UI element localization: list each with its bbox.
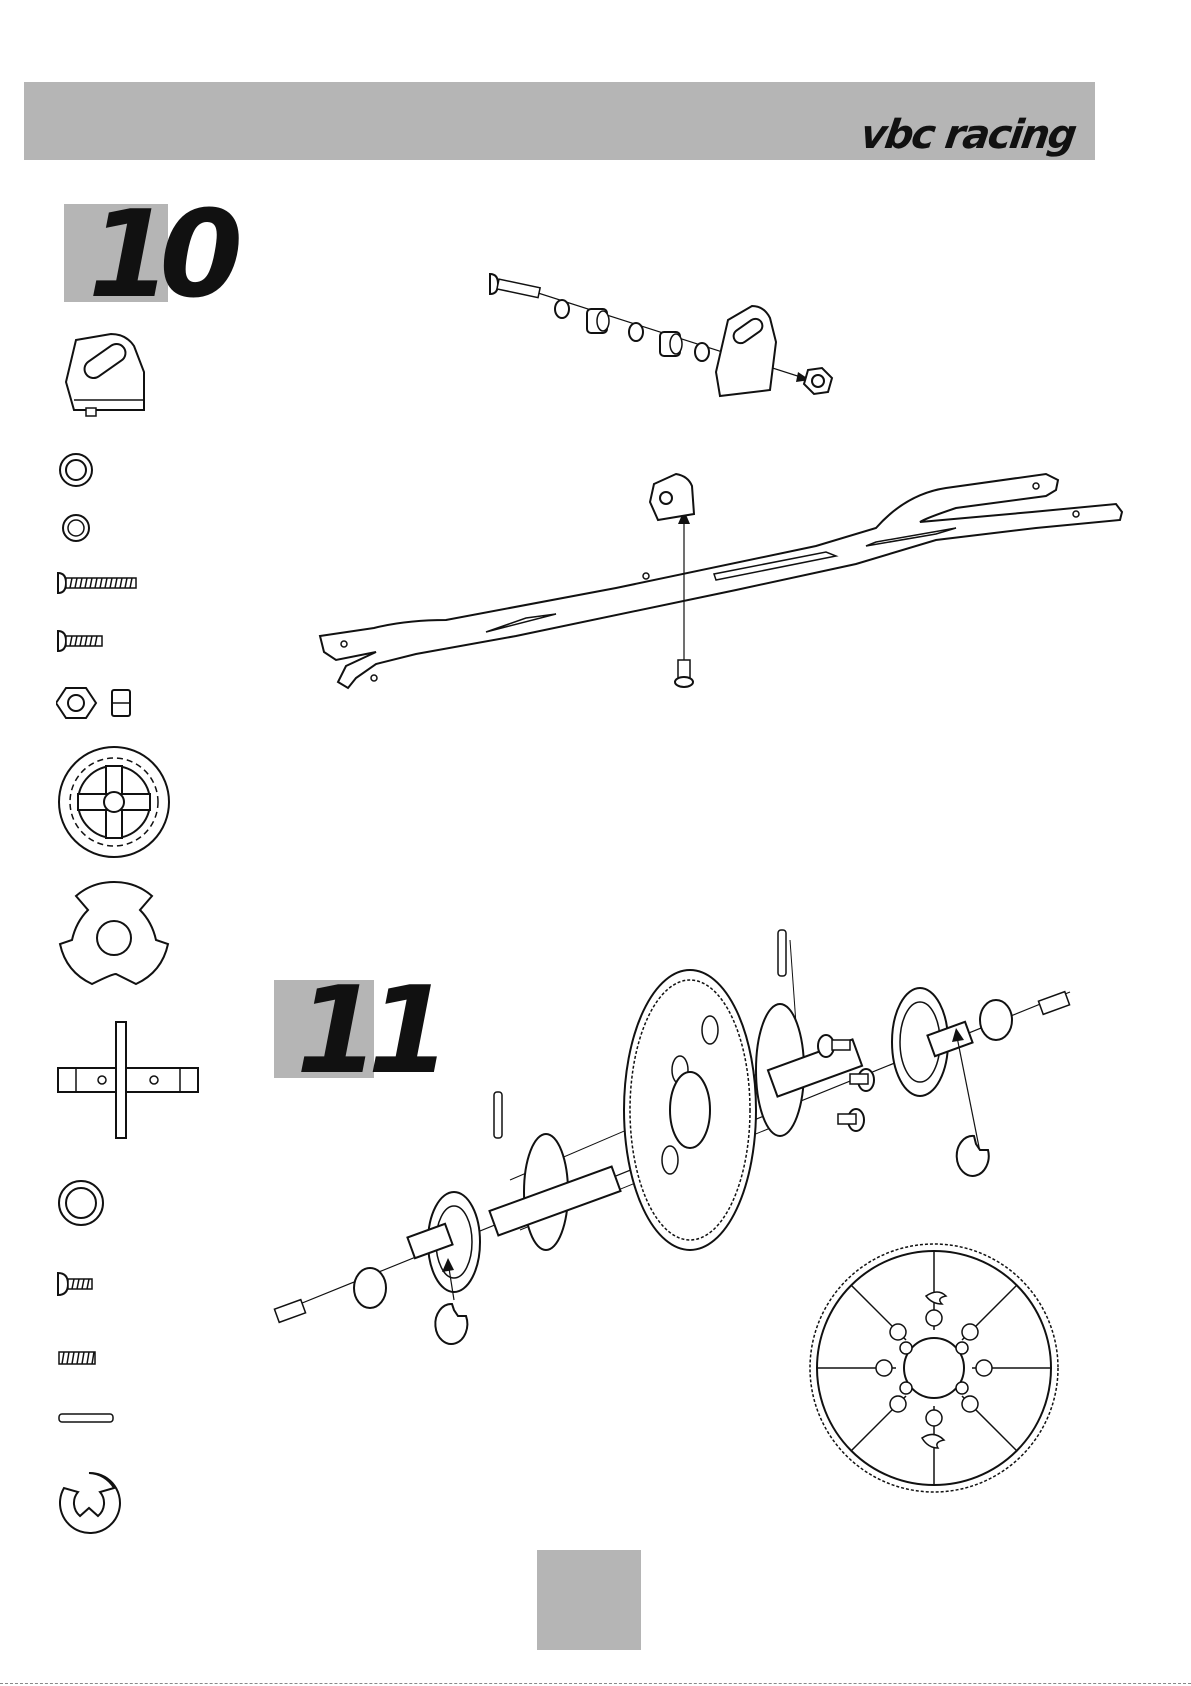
button-screw-icon — [850, 1069, 874, 1091]
lock-nut-icon — [804, 368, 832, 394]
lock-nut-icon — [56, 686, 136, 720]
button-screw-icon — [838, 1109, 864, 1131]
button-screw-icon — [56, 1270, 96, 1298]
page-number-box — [537, 1550, 641, 1650]
long-screw-icon — [490, 274, 540, 298]
pin-icon — [778, 930, 786, 976]
ball-bearing-icon — [660, 332, 682, 356]
brand-logo: vbc racing — [858, 112, 1078, 158]
step-10-exploded-stack — [480, 262, 840, 412]
large-bearing-icon — [980, 1000, 1012, 1040]
spur-gear-detail — [806, 1240, 1062, 1496]
ball-bearing-icon — [58, 452, 94, 488]
axle-shaft-icon — [489, 1134, 620, 1250]
washer-icon — [60, 512, 92, 544]
pin-icon — [58, 1412, 116, 1424]
washer-icon — [555, 300, 569, 318]
bearing-block-icon — [716, 306, 776, 396]
large-bearing-icon — [354, 1268, 386, 1308]
bearing-block-icon — [56, 330, 151, 420]
washer-icon — [629, 323, 643, 341]
set-screw-icon — [58, 1350, 98, 1366]
washer-icon — [695, 343, 709, 361]
slipper-plate-icon — [56, 878, 172, 988]
e-clip-icon — [957, 1136, 989, 1176]
large-bearing-icon — [56, 1178, 106, 1228]
bearing-block-icon — [650, 474, 694, 520]
spur-hub-icon — [56, 744, 172, 860]
ball-bearing-icon — [587, 309, 609, 333]
e-clip-icon — [435, 1304, 467, 1344]
spur-gear — [624, 970, 756, 1250]
e-clip-icon — [56, 1470, 122, 1536]
pin-icon — [494, 1092, 502, 1138]
step-10-number: 10 — [88, 196, 231, 316]
parts-list — [56, 330, 216, 1540]
header-bar: vbc racing — [24, 82, 1095, 160]
spur-hub-icon — [407, 1192, 480, 1292]
set-screw-icon — [274, 1300, 305, 1323]
axle-shaft-icon — [56, 1020, 216, 1140]
short-screw-icon — [56, 628, 106, 654]
chassis-plate — [316, 468, 1126, 700]
short-screw-icon — [675, 660, 693, 687]
spur-hub-icon — [892, 988, 973, 1096]
set-screw-icon — [1038, 992, 1069, 1015]
long-screw-icon — [56, 570, 140, 596]
